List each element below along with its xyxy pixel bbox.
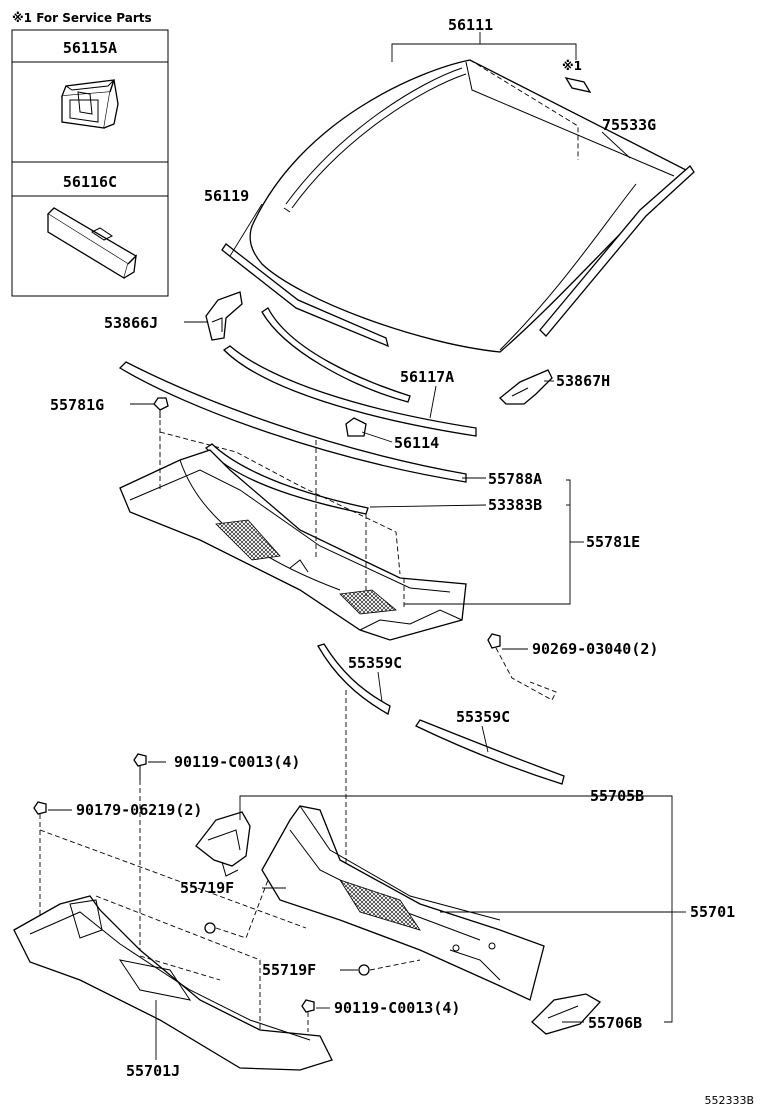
label-90119-C0013-bottom: 90119-C0013(4)	[334, 999, 460, 1017]
label-90179-06219: 90179-06219(2)	[76, 801, 202, 819]
label-55359C-right: 55359C	[456, 708, 510, 726]
seal-56117A-inner	[261, 307, 411, 403]
label-55788A: 55788A	[488, 470, 542, 488]
clip-90269-03040	[487, 633, 557, 701]
diagram-code: 552333B	[704, 1094, 754, 1107]
label-55706B: 55706B	[588, 1014, 642, 1032]
seal-55359C-right	[415, 719, 565, 785]
seal-53383B	[205, 443, 369, 515]
service-marker-clip	[564, 77, 592, 93]
cowl-louver-55781E	[119, 449, 467, 641]
label-55781E: 55781E	[586, 533, 640, 551]
bracket-55705B	[195, 811, 251, 877]
clip-56114	[345, 417, 367, 437]
molding-75533G	[539, 165, 695, 337]
service-note: ※1 For Service Parts	[12, 11, 152, 25]
bracket-53866J	[205, 291, 243, 341]
service-parts-box: ※1 For Service Parts 56115A 56116C	[11, 11, 169, 297]
leader-lines	[48, 32, 686, 1060]
nut-90179	[33, 801, 47, 815]
label-75533G: 75533G	[602, 116, 656, 134]
label-56111: 56111	[448, 16, 493, 34]
label-55705B: 55705B	[590, 787, 644, 805]
windshield-glass-56111	[249, 59, 688, 353]
service-box-frame	[11, 29, 169, 297]
label-55719F-left: 55719F	[180, 879, 234, 897]
pad-56116C-drawing	[46, 207, 138, 279]
label-55719F-right: 55719F	[262, 961, 316, 979]
bracket-55706B	[531, 993, 602, 1035]
molding-56119	[221, 243, 389, 348]
seal-55359C-left	[317, 643, 391, 715]
lower-cowl-55701J	[13, 895, 333, 1071]
cowl-panel-55701	[261, 805, 545, 1001]
label-55701: 55701	[690, 903, 735, 921]
clip-55781G	[153, 397, 169, 418]
bolt-90119-bottom	[301, 999, 315, 1013]
label-marker-1: ※1	[562, 59, 582, 73]
service-part-56116C: 56116C	[63, 173, 117, 191]
clip-55719F-right	[358, 964, 370, 976]
label-53383B: 53383B	[488, 496, 542, 514]
clip-56115A-drawing	[61, 79, 119, 129]
label-56119: 56119	[204, 187, 249, 205]
seal-56117A	[222, 345, 477, 437]
label-56117A: 56117A	[400, 368, 454, 386]
bolt-90119-top	[133, 753, 147, 780]
label-55359C-left: 55359C	[348, 654, 402, 672]
service-part-56115A: 56115A	[63, 39, 117, 57]
label-55701J: 55701J	[126, 1062, 180, 1080]
label-56114: 56114	[394, 434, 439, 452]
clip-55719F-left	[204, 922, 216, 934]
bracket-53867H	[499, 369, 553, 405]
label-53866J: 53866J	[104, 314, 158, 332]
label-90119-C0013-top: 90119-C0013(4)	[174, 753, 300, 771]
label-53867H: 53867H	[556, 372, 610, 390]
label-55781G: 55781G	[50, 396, 104, 414]
label-90269-03040: 90269-03040(2)	[532, 640, 658, 658]
